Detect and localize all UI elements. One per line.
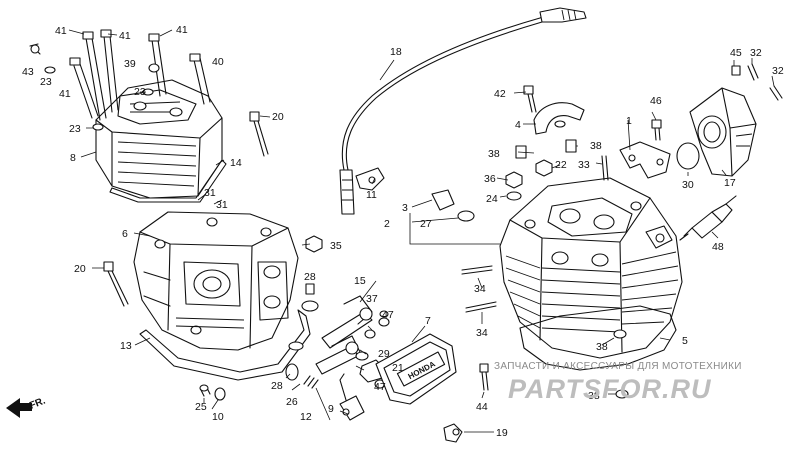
callout-46: 46 bbox=[650, 95, 662, 107]
callout-9: 9 bbox=[328, 403, 334, 415]
bolt-20-lower-part bbox=[103, 261, 129, 307]
callout-30: 30 bbox=[682, 179, 694, 191]
callout-29: 29 bbox=[378, 348, 390, 360]
dowel-pins-part bbox=[199, 384, 226, 401]
decompressor-cable-part bbox=[339, 7, 587, 215]
callout-labels: 41 41 41 43 23 39 40 41 23 20 23 8 14 31… bbox=[22, 24, 784, 439]
callout-34b: 34 bbox=[476, 327, 488, 339]
callout-2: 2 bbox=[384, 218, 390, 230]
callout-15: 15 bbox=[354, 275, 366, 287]
callout-38c: 38 bbox=[596, 341, 608, 353]
intake-studs-part bbox=[731, 63, 783, 101]
callout-48: 48 bbox=[712, 241, 724, 253]
intake-pipe-part bbox=[689, 87, 757, 177]
callout-23b: 23 bbox=[134, 86, 146, 98]
callout-34a: 34 bbox=[474, 283, 486, 295]
callout-32a: 32 bbox=[750, 47, 762, 59]
dowel-38-part bbox=[613, 329, 627, 339]
callout-23a: 23 bbox=[40, 76, 52, 88]
callout-21: 21 bbox=[392, 362, 404, 374]
callout-41d: 41 bbox=[59, 88, 71, 100]
watermark-line1: ЗАПЧАСТИ И АКСЕССУАРЫ ДЛЯ МОТОТЕХНИКИ bbox=[494, 361, 742, 372]
callout-12: 12 bbox=[300, 411, 312, 423]
callout-11: 11 bbox=[366, 189, 377, 201]
callout-20a: 20 bbox=[272, 111, 284, 123]
callout-28a: 28 bbox=[304, 271, 316, 283]
bolt-20-upper-part bbox=[249, 111, 269, 157]
callout-38a: 38 bbox=[590, 140, 602, 152]
callout-39: 39 bbox=[124, 58, 136, 70]
o-ring-30-part bbox=[676, 142, 700, 170]
callout-47a: 47 bbox=[382, 309, 394, 321]
callout-13: 13 bbox=[120, 340, 132, 352]
callout-40: 40 bbox=[212, 56, 224, 68]
callout-42: 42 bbox=[494, 88, 506, 100]
camshaft-holder-part bbox=[133, 211, 299, 351]
callout-31a: 31 bbox=[204, 187, 216, 199]
holder-gasket-part bbox=[139, 309, 311, 381]
callout-24: 24 bbox=[486, 193, 498, 205]
callout-26: 26 bbox=[286, 396, 298, 408]
long-bolts-part bbox=[29, 29, 211, 131]
callout-22: 22 bbox=[555, 159, 567, 171]
direction-label: FR. bbox=[28, 395, 47, 411]
bolt-46-part bbox=[651, 119, 662, 141]
callout-36: 36 bbox=[484, 173, 496, 185]
callout-23c: 23 bbox=[69, 123, 81, 135]
callout-4: 4 bbox=[515, 119, 521, 131]
head-gasket-part bbox=[519, 305, 677, 371]
callout-44: 44 bbox=[476, 401, 488, 413]
callout-33: 33 bbox=[578, 159, 590, 171]
callout-20b: 20 bbox=[74, 263, 86, 275]
bracket-part bbox=[619, 141, 671, 179]
callout-43: 43 bbox=[22, 66, 34, 78]
callout-38b: 38 bbox=[488, 148, 500, 160]
clamp-part bbox=[523, 85, 585, 135]
callout-25: 25 bbox=[195, 401, 207, 413]
callout-47b: 47 bbox=[374, 381, 386, 393]
cover-gasket-part bbox=[109, 159, 227, 203]
spark-plug-part bbox=[679, 195, 737, 241]
callout-14: 14 bbox=[230, 157, 242, 169]
callout-7: 7 bbox=[425, 315, 431, 327]
watermark-line2: PARTSFOR.RU bbox=[508, 374, 712, 404]
callout-38d: 38 bbox=[588, 390, 600, 402]
callout-28b: 28 bbox=[271, 380, 283, 392]
callout-1: 1 bbox=[626, 115, 632, 127]
callout-35: 35 bbox=[330, 240, 342, 252]
head-cover-part bbox=[95, 79, 223, 199]
callout-8: 8 bbox=[70, 152, 76, 164]
callout-45: 45 bbox=[730, 47, 742, 59]
studs-part bbox=[461, 265, 497, 313]
leader-lines bbox=[68, 29, 775, 433]
nut-35-part bbox=[305, 235, 323, 253]
callout-17: 17 bbox=[724, 177, 736, 189]
cylinder-head-part bbox=[499, 177, 683, 359]
small-bolts-part bbox=[443, 363, 489, 443]
callout-6: 6 bbox=[122, 228, 128, 240]
callout-41c: 41 bbox=[176, 24, 188, 36]
callout-32b: 32 bbox=[772, 65, 784, 77]
callout-19: 19 bbox=[496, 427, 508, 439]
callout-41b: 41 bbox=[119, 30, 131, 42]
callout-27: 27 bbox=[420, 218, 432, 230]
callout-18: 18 bbox=[390, 46, 402, 58]
callout-41a: 41 bbox=[55, 25, 67, 37]
side-cover-plate-part: HONDA bbox=[375, 333, 457, 405]
callout-37a: 37 bbox=[366, 293, 378, 305]
front-direction-arrow bbox=[6, 398, 32, 418]
callout-3: 3 bbox=[402, 202, 408, 214]
callout-31b: 31 bbox=[216, 199, 228, 211]
callout-5: 5 bbox=[682, 335, 688, 347]
decompressor-lever-part bbox=[431, 189, 475, 222]
callout-10: 10 bbox=[212, 411, 224, 423]
